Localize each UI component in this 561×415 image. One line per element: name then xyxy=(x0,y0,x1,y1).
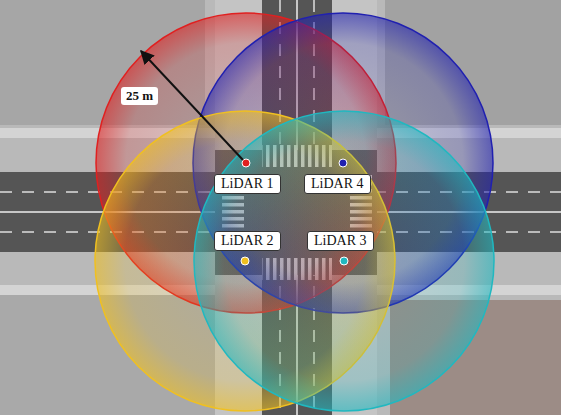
dimension-label: 25 m xyxy=(121,87,158,105)
sensor-dot xyxy=(339,159,347,167)
sensor-dot xyxy=(241,257,249,265)
sensor-name: LiDAR 4 xyxy=(311,176,364,192)
sensor-label: LiDAR 1 xyxy=(214,174,281,194)
sensor-name: LiDAR 1 xyxy=(221,176,274,192)
sensor-label: LiDAR 4 xyxy=(304,174,371,194)
sensor-dot xyxy=(340,257,348,265)
sensor-name: LiDAR 3 xyxy=(314,233,367,249)
sensor-label: LiDAR 3 xyxy=(307,231,374,251)
sensor-dot xyxy=(242,159,250,167)
sensor-name: LiDAR 2 xyxy=(221,233,274,249)
sensor-label: LiDAR 2 xyxy=(214,231,281,251)
radius-arrow xyxy=(141,51,243,160)
